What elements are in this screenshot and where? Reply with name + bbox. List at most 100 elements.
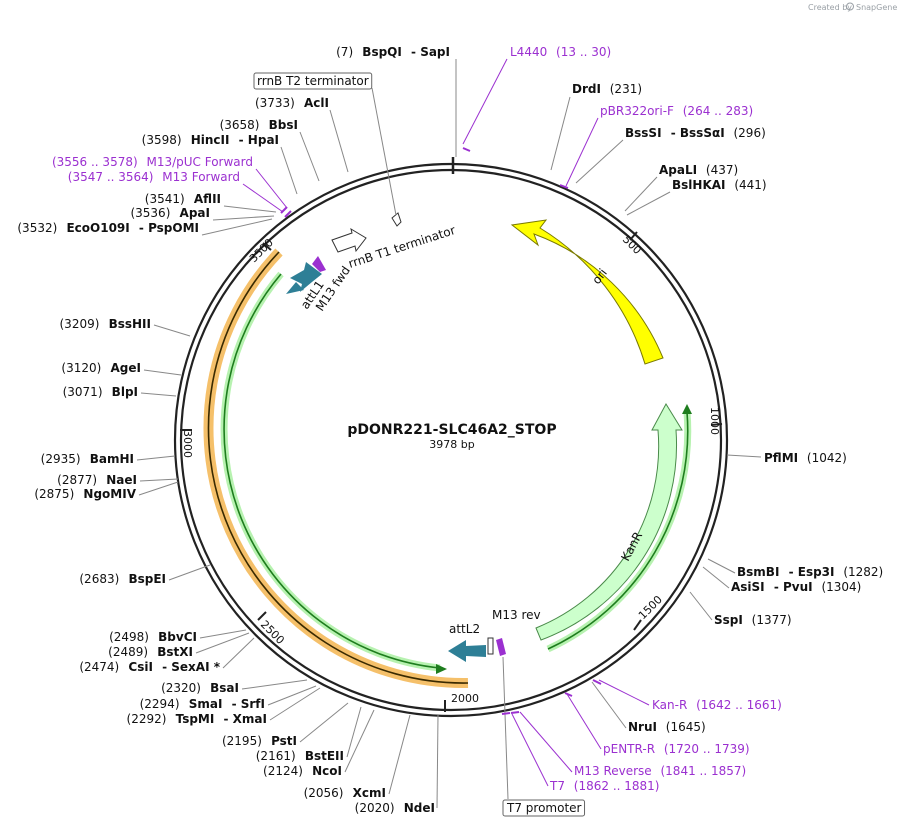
label-nrui[interactable]: NruI (1645)	[628, 720, 706, 734]
ticks	[180, 231, 723, 712]
label-bspei[interactable]: (2683) BspEI	[79, 572, 166, 586]
label-t7prom[interactable]: T7 promoter	[506, 801, 582, 815]
label-xcmi[interactable]: (2056) XcmI	[304, 786, 386, 800]
connector-apai	[212, 215, 275, 221]
primer-mark-7	[510, 711, 520, 714]
label-tspmi[interactable]: (2292) TspMI - XmaI	[127, 712, 267, 726]
label-pentr[interactable]: pENTR-R (1720 .. 1739)	[603, 742, 750, 756]
connector-asisi	[702, 566, 730, 589]
primer-mark-4	[592, 679, 602, 685]
label-rrnbt2[interactable]: rrnB T2 terminator	[257, 74, 369, 88]
label-bsmbi[interactable]: BsmBI - Esp3I (1282)	[737, 565, 883, 579]
connector-bstxi	[195, 632, 250, 654]
label-bslhkai[interactable]: BslHKAI (441)	[672, 178, 767, 192]
label-drdi[interactable]: DrdI (231)	[572, 82, 642, 96]
label-m13puc[interactable]: (3556 .. 3578) M13/pUC Forward	[52, 155, 253, 169]
connector-l4440	[462, 58, 508, 145]
attl1-feature[interactable]	[290, 262, 322, 292]
label-connectors	[136, 58, 762, 809]
label-apai[interactable]: (3536) ApaI	[130, 206, 210, 220]
connector-m13r	[519, 711, 573, 773]
rrnb-t1-feature[interactable]	[331, 227, 367, 253]
label-acli[interactable]: (3733) AclI	[255, 96, 329, 110]
label-m13f[interactable]: (3547 .. 3564) M13 Forward	[68, 170, 240, 184]
primer-mark-5	[564, 692, 573, 697]
label-ndei[interactable]: (2020) NdeI	[355, 801, 435, 815]
plasmid-size: 3978 bp	[429, 438, 474, 451]
label-eco[interactable]: (3532) EcoO109I - PspOMI	[17, 221, 199, 235]
label-pbr322[interactable]: pBR322ori-F (264 .. 283)	[600, 104, 753, 118]
label-ncoi[interactable]: (2124) NcoI	[263, 764, 342, 778]
green-arrow-right-head	[682, 404, 692, 414]
label-asisi[interactable]: AsiSI - PvuI (1304)	[731, 580, 861, 594]
label-aflii[interactable]: (3541) AflII	[145, 192, 221, 206]
connector-m13puc	[255, 168, 288, 209]
label-kanrp[interactable]: Kan-R (1642 .. 1661)	[652, 698, 782, 712]
tick-label-500: 500	[620, 233, 644, 257]
label-hincii[interactable]: (3598) HincII - HpaI	[142, 133, 279, 147]
label-psti[interactable]: (2195) PstI	[222, 734, 297, 748]
label-pflmi[interactable]: PflMI (1042)	[764, 451, 847, 465]
connector-psti	[299, 702, 349, 743]
label-bbvci[interactable]: (2498) BbvCI	[109, 630, 197, 644]
credit-brand: SnapGene	[856, 3, 897, 12]
label-naei[interactable]: (2877) NaeI	[57, 473, 137, 487]
label-bsssi[interactable]: BssSI - BssSαI (296)	[625, 126, 766, 140]
label-box-rrnbt2	[253, 72, 373, 90]
connector-bamhi	[136, 455, 176, 461]
primer-mark-3	[280, 206, 288, 214]
label-blpi[interactable]: (3071) BlpI	[63, 385, 138, 399]
connector-t7prom	[502, 656, 509, 800]
connector-pflmi	[726, 454, 762, 458]
ori-feature[interactable]	[510, 219, 664, 365]
snapgene-logo-icon	[846, 2, 854, 11]
plasmid-name: pDONR221-SLC46A2_STOP	[347, 422, 556, 438]
label-sapi[interactable]: (7) BspQI - SapI	[336, 45, 450, 59]
connector-bbsi	[299, 131, 320, 182]
primer-mark-2	[284, 210, 292, 218]
connector-bsteii	[346, 706, 362, 758]
connector-kanrp	[598, 679, 650, 706]
label-l4440[interactable]: L4440 (13 .. 30)	[510, 45, 611, 59]
label-bstxi[interactable]: (2489) BstXI	[108, 645, 193, 659]
kanr-feature[interactable]	[535, 402, 683, 641]
label-smai[interactable]: (2294) SmaI - SrfI	[140, 697, 265, 711]
connector-blpi	[140, 392, 177, 397]
connector-t7	[511, 713, 549, 787]
green-arrow-left	[223, 273, 441, 669]
attl2-feature[interactable]	[448, 640, 486, 662]
site-labels: (7) BspQI - SapI L4440 (13 .. 30) rrnB T2 …	[17, 45, 883, 817]
m13-rev-label: M13 rev	[492, 608, 541, 622]
connector-bsai	[241, 679, 308, 690]
label-bsteii[interactable]: (2161) BstEII	[256, 749, 344, 763]
rrnb-t1-small-feature	[391, 212, 402, 227]
m13-fwd-feature[interactable]	[312, 256, 326, 272]
label-bamhi[interactable]: (2935) BamHI	[41, 452, 134, 466]
label-bbsi[interactable]: (3658) BbsI	[220, 118, 298, 132]
m13-rev-feature[interactable]	[496, 638, 506, 656]
label-sspi[interactable]: SspI (1377)	[714, 613, 792, 627]
tick-label-1500: 1500	[636, 593, 665, 622]
tick-label-3000: 3000	[181, 430, 194, 458]
label-csii[interactable]: (2474) CsiI - SexAI *	[79, 660, 220, 674]
label-m13r[interactable]: M13 Reverse (1841 .. 1857)	[574, 764, 746, 778]
credit-created-by: Created by	[808, 3, 852, 12]
primer-marks	[280, 147, 602, 715]
connector-bspei	[168, 564, 211, 581]
orf-region-line	[207, 251, 469, 684]
connector-nrui	[591, 681, 627, 729]
green-arrow-left-glow	[220, 271, 441, 672]
label-t7[interactable]: T7 (1862 .. 1881)	[549, 779, 659, 793]
label-apali[interactable]: ApaLI (437)	[659, 163, 738, 177]
label-ngomiv[interactable]: (2875) NgoMIV	[34, 487, 136, 501]
label-bsshii[interactable]: (3209) BssHII	[60, 317, 152, 331]
label-bsai[interactable]: (2320) BsaI	[161, 681, 239, 695]
connector-rrnbt2	[371, 87, 397, 216]
connector-eco	[201, 218, 273, 236]
label-box-t7prom	[502, 799, 586, 817]
connector-bsssi	[575, 139, 624, 184]
primer-mark-0	[462, 147, 471, 152]
connector-agei	[143, 369, 182, 376]
label-agei[interactable]: (3120) AgeI	[61, 361, 141, 375]
